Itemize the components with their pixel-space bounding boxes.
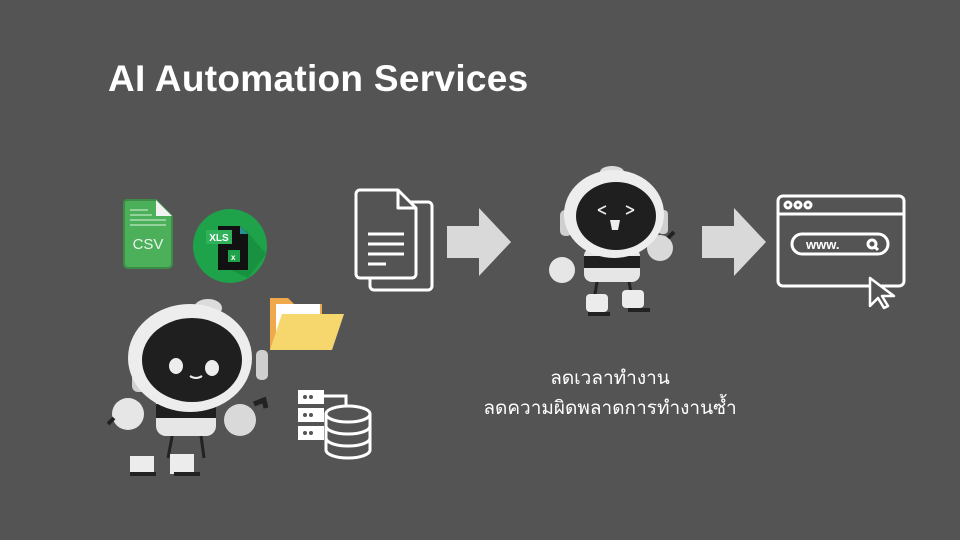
cursor-icon — [868, 276, 896, 310]
database-icon — [298, 390, 372, 460]
robot-mascot-icon — [106, 299, 269, 476]
arrow-right-icon-2 — [702, 208, 766, 276]
csv-file-icon: CSV — [122, 199, 173, 269]
document-icon — [354, 188, 434, 292]
benefit-reduce-errors: ลดความผิดพลาดการทำงานซ้ำ — [483, 397, 737, 419]
slide-title: AI Automation Services — [108, 58, 529, 99]
svg-text:XLS: XLS — [209, 233, 229, 244]
arrow-right-icon — [447, 208, 511, 276]
browser-window-icon: www. — [776, 194, 906, 310]
robot-happy-icon — [549, 166, 676, 316]
folder-icon — [270, 298, 344, 350]
svg-text:CSV: CSV — [133, 236, 164, 253]
benefit-reduce-time: ลดเวลาทำงาน — [550, 367, 670, 389]
svg-text:x: x — [231, 253, 236, 262]
svg-text:www.: www. — [805, 237, 839, 252]
xls-file-icon: XLS x — [193, 209, 267, 283]
